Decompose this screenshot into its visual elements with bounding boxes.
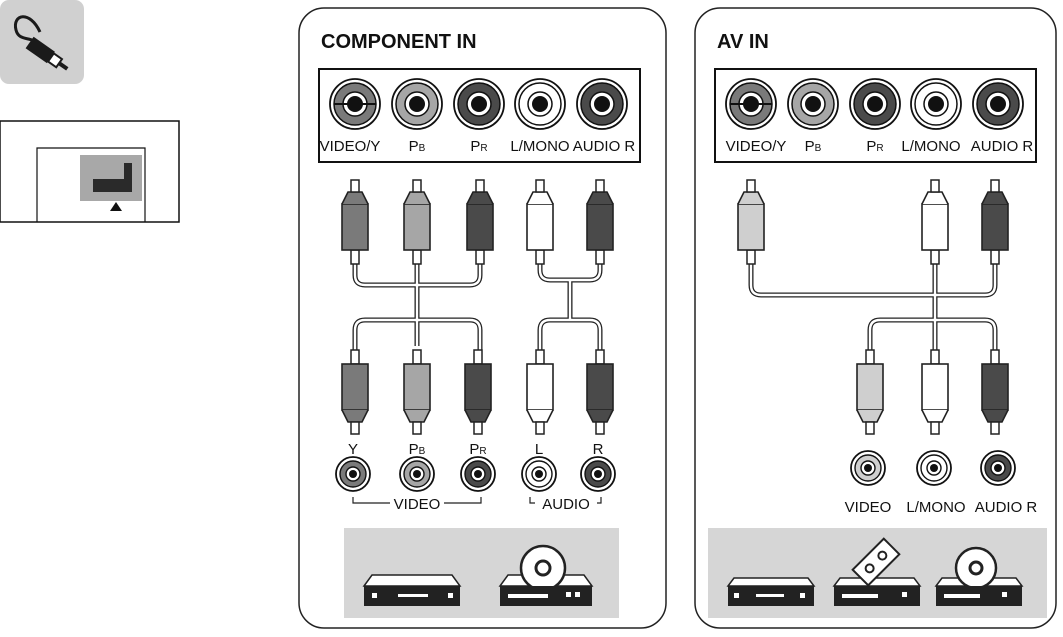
cable-connector-icon: [0, 0, 84, 84]
dvd-player-icon: [362, 574, 462, 606]
panel-title: COMPONENT IN: [321, 31, 477, 53]
device-jack: [916, 450, 952, 486]
device-jack: [850, 450, 886, 486]
av-in-panel: AV IN VIDEO/Y PB PR L/MONO AUDIO R VIDEO L/MO…: [694, 7, 1057, 629]
device-jack: [399, 456, 435, 492]
audio-r-jack: [972, 78, 1024, 130]
device-jack-label: VIDEO: [845, 499, 892, 516]
device-jack-label: R: [593, 441, 604, 458]
device-jack-label: L/MONO: [906, 499, 965, 516]
pb-jack: [787, 78, 839, 130]
audio-r-jack: [576, 78, 628, 130]
tv-jack-label: L/MONO: [510, 138, 569, 155]
tv-jack-label: PR: [470, 138, 487, 155]
video-group-label: VIDEO: [394, 496, 441, 513]
device-jack: [980, 450, 1016, 486]
device-jack: [335, 456, 371, 492]
tv-jack-label: AUDIO R: [971, 138, 1034, 155]
l-mono-jack: [514, 78, 566, 130]
device-jack-label: AUDIO R: [975, 499, 1038, 516]
disc-player-icon: [934, 546, 1024, 606]
device-jack: [521, 456, 557, 492]
vcr-icon: [832, 537, 922, 606]
tv-jack-label: PB: [409, 138, 426, 155]
pb-jack: [391, 78, 443, 130]
pr-jack: [453, 78, 505, 130]
disc-player-icon: [498, 544, 594, 606]
tv-jack-label: PR: [866, 138, 883, 155]
video-y-jack: [725, 78, 777, 130]
l-mono-jack: [910, 78, 962, 130]
device-jack: [460, 456, 496, 492]
video-y-jack: [329, 78, 381, 130]
pr-jack: [849, 78, 901, 130]
panel-title: AV IN: [717, 31, 769, 53]
port-location-icon: [0, 120, 180, 223]
device-jack: [580, 456, 616, 492]
dvd-player-icon: [726, 577, 816, 606]
device-jack-label: L: [535, 441, 543, 458]
tv-jack-label: VIDEO/Y: [320, 138, 381, 155]
tv-jack-label: AUDIO R: [573, 138, 636, 155]
tv-jack-label: VIDEO/Y: [726, 138, 787, 155]
audio-group-label: AUDIO: [542, 496, 590, 513]
device-jack-label: PB: [409, 441, 426, 458]
device-jack-label: Y: [348, 441, 358, 458]
tv-jack-label: PB: [805, 138, 822, 155]
tv-jack-label: L/MONO: [901, 138, 960, 155]
device-jack-label: PR: [469, 441, 486, 458]
